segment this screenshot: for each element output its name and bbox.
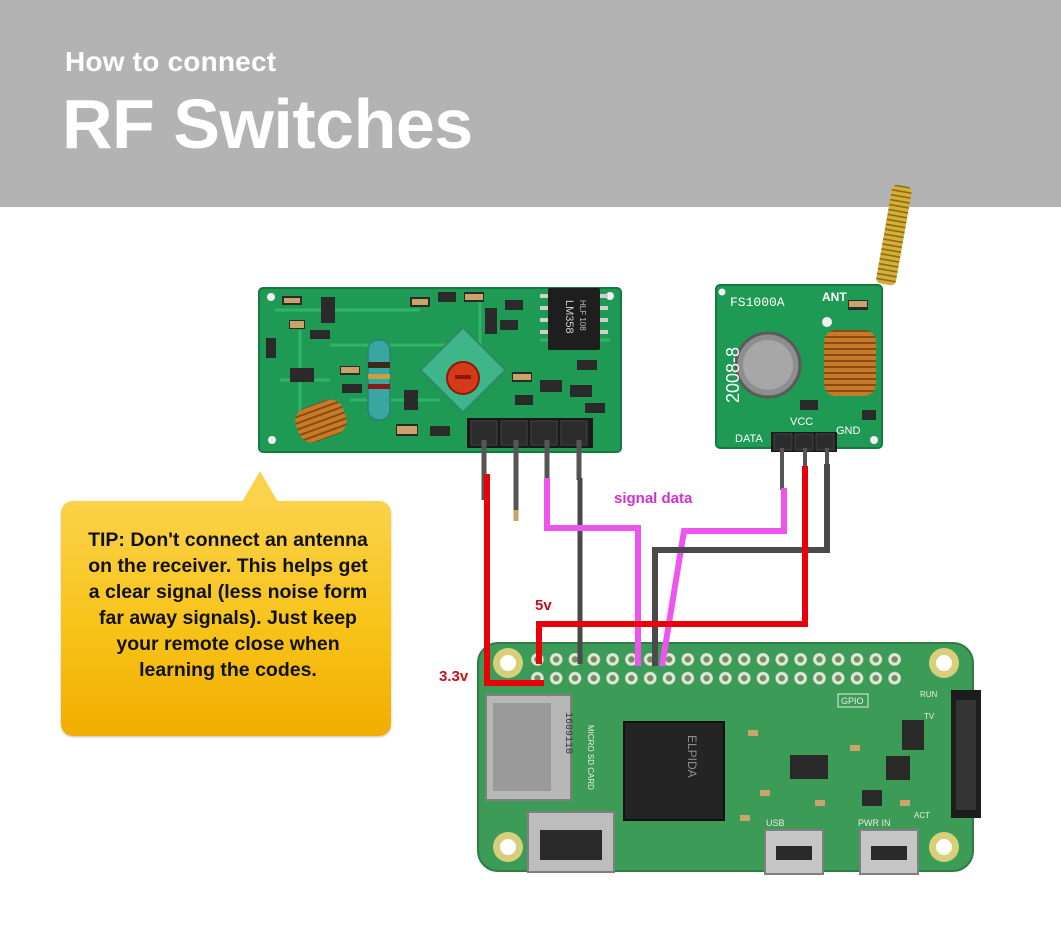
transmitter-gnd-pin-label: GND [836, 425, 861, 437]
pwr-in-silkscreen-label: PWR IN [858, 818, 891, 828]
header-title: RF Switches [62, 85, 473, 163]
pi-mounting-holes [493, 648, 959, 862]
sd-card-code: 1609110 [562, 712, 573, 754]
run-silkscreen-label: RUN [920, 690, 938, 699]
tip-text: TIP: Don't connect an antenna on the rec… [88, 529, 368, 681]
transmitter-ant-label: ANT [822, 290, 847, 304]
wire-5v [536, 466, 808, 664]
cpu-label: ELPIDA [685, 735, 699, 778]
wire-receiver-data [544, 478, 641, 666]
transmitter-data-pin-label: DATA [735, 433, 763, 445]
signal-data-label: signal data [614, 490, 693, 507]
usb-silkscreen-label: USB [766, 818, 785, 828]
tip-callout: TIP: Don't connect an antenna on the rec… [61, 471, 391, 736]
wires [481, 440, 830, 686]
tip-callout-pointer [242, 471, 278, 502]
rf-transmitter-module: FS1000A ANT 2008-8 DATA VCC GND [715, 184, 912, 452]
wire-transmitter-data [659, 488, 787, 667]
gpio-silkscreen-label: GPIO [841, 696, 864, 706]
rf-receiver-module: LM358 HLF 108 [258, 287, 622, 453]
wire-3v3 [484, 474, 544, 686]
antenna-spring [876, 184, 912, 286]
act-silkscreen-label: ACT [914, 811, 930, 820]
receiver-chip-sublabel: HLF 108 [578, 300, 587, 331]
transmitter-vcc-pin-label: VCC [790, 416, 813, 428]
gpio-header-pads [528, 650, 905, 688]
transmitter-model-label: FS1000A [730, 295, 785, 310]
header-subtitle: How to connect [65, 46, 277, 77]
transmitter-date-label: 2008-8 [723, 347, 743, 403]
wire-transmitter-gnd [652, 464, 830, 666]
header-banner: How to connect RF Switches [0, 0, 1061, 207]
raspberry-pi-zero: GPIO RUN TV 1609110 MICRO SD CARD ELPIDA… [477, 642, 981, 875]
sd-card-silkscreen-label: MICRO SD CARD [586, 725, 595, 790]
receiver-chip-label: LM358 [563, 300, 575, 334]
three-volt-label: 3.3v [439, 668, 469, 685]
tv-silkscreen-label: TV [924, 712, 935, 721]
five-volt-label: 5v [535, 597, 552, 614]
